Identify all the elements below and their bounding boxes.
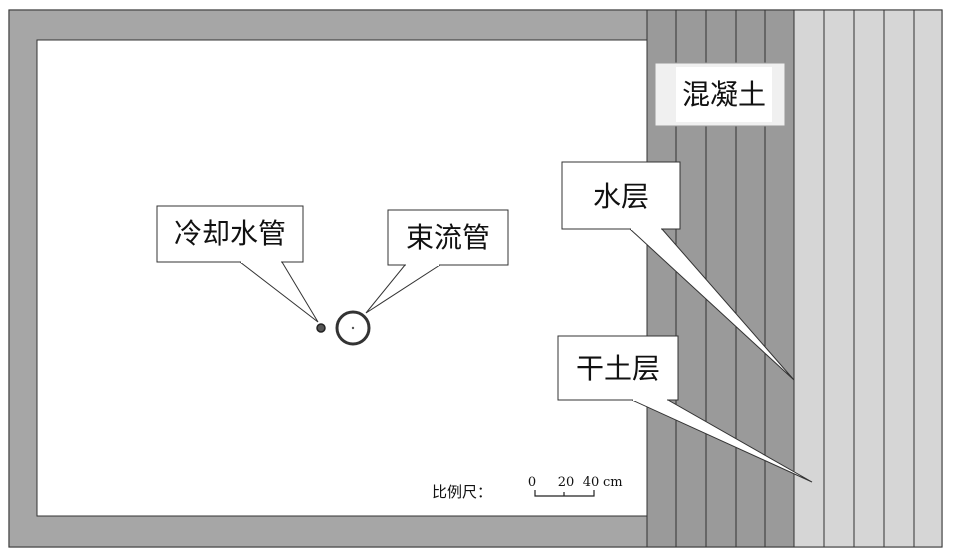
callout-dry-soil: 干土层 — [557, 335, 813, 483]
label-beam-pipe: 束流管 — [406, 221, 490, 254]
inner-cavity — [36, 39, 648, 517]
scale-unit: cm — [603, 475, 623, 490]
label-concrete: 混凝土 — [682, 78, 766, 111]
scale-bar-line — [534, 490, 595, 497]
scale-tick-40: 40 — [583, 475, 600, 490]
callout-concrete: 混凝土 — [654, 62, 786, 127]
callout-water: 水层 — [561, 161, 795, 381]
scale-bar: 比例尺： 0 20 40 cm — [432, 475, 623, 501]
cooling-pipe-marker — [316, 323, 326, 333]
scale-tick-20: 20 — [558, 475, 575, 490]
scale-bar-label: 比例尺： — [432, 483, 492, 501]
label-water: 水层 — [593, 180, 649, 213]
dry-soil-layer — [793, 9, 943, 548]
callout-cooling-pipe: 冷却水管 — [156, 205, 319, 323]
label-dry-soil: 干土层 — [576, 352, 660, 385]
callout-beam-pipe: 束流管 — [365, 209, 509, 314]
scale-tick-0: 0 — [528, 475, 536, 490]
beam-pipe-center — [351, 326, 355, 330]
label-cooling-pipe: 冷却水管 — [174, 217, 286, 250]
